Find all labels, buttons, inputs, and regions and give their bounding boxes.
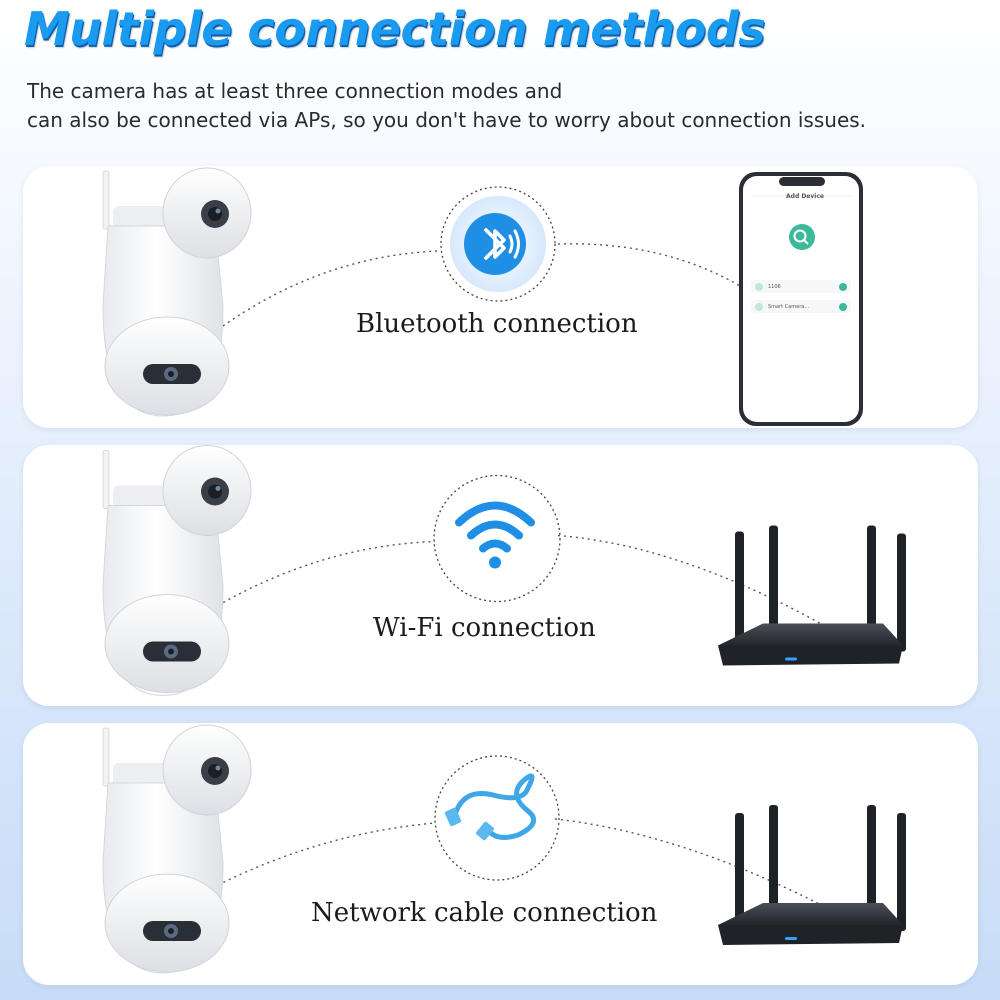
bluetooth-connection-illustration [102,167,863,426]
subtitle-line-2: can also be connected via APs, so you do… [27,108,867,132]
network-cable-connection-card: Network cable connection [23,723,978,985]
bluetooth-icon [440,186,556,302]
page-subtitle: The camera has at least three connection… [27,77,993,135]
security-camera [102,167,252,417]
phone-device-item-2: Smart Camera... [768,304,810,310]
security-camera [102,445,252,697]
wifi-connection-illustration [102,445,906,697]
ethernet-cable-icon [434,755,560,881]
wifi-connection-label: Wi-Fi connection [373,613,596,643]
page-title: Multiple connection methods [24,2,766,56]
phone-device-item-1: 1106 [768,284,781,290]
subtitle-line-1: The camera has at least three connection… [27,79,563,103]
wifi-connection-card: Wi-Fi connection [23,445,978,706]
connection-dotted-line-right [557,243,741,287]
connection-dotted-line-left [217,540,436,607]
connection-dotted-line-left [222,250,439,327]
network-cable-connection-illustration [102,724,906,974]
bluetooth-connection-label: Bluetooth connection [356,309,638,339]
wifi-router [718,805,906,945]
smartphone [739,172,863,426]
wifi-icon [433,474,561,603]
wifi-router [718,525,906,666]
connection-dotted-line-left [217,822,436,886]
bluetooth-connection-card: Add Device 1106 Smart Camera... Bluetoot… [23,166,978,428]
network-cable-connection-label: Network cable connection [311,898,658,928]
security-camera [102,724,252,974]
connection-dotted-line-right [557,534,834,632]
phone-app-title: Add Device [786,193,824,200]
